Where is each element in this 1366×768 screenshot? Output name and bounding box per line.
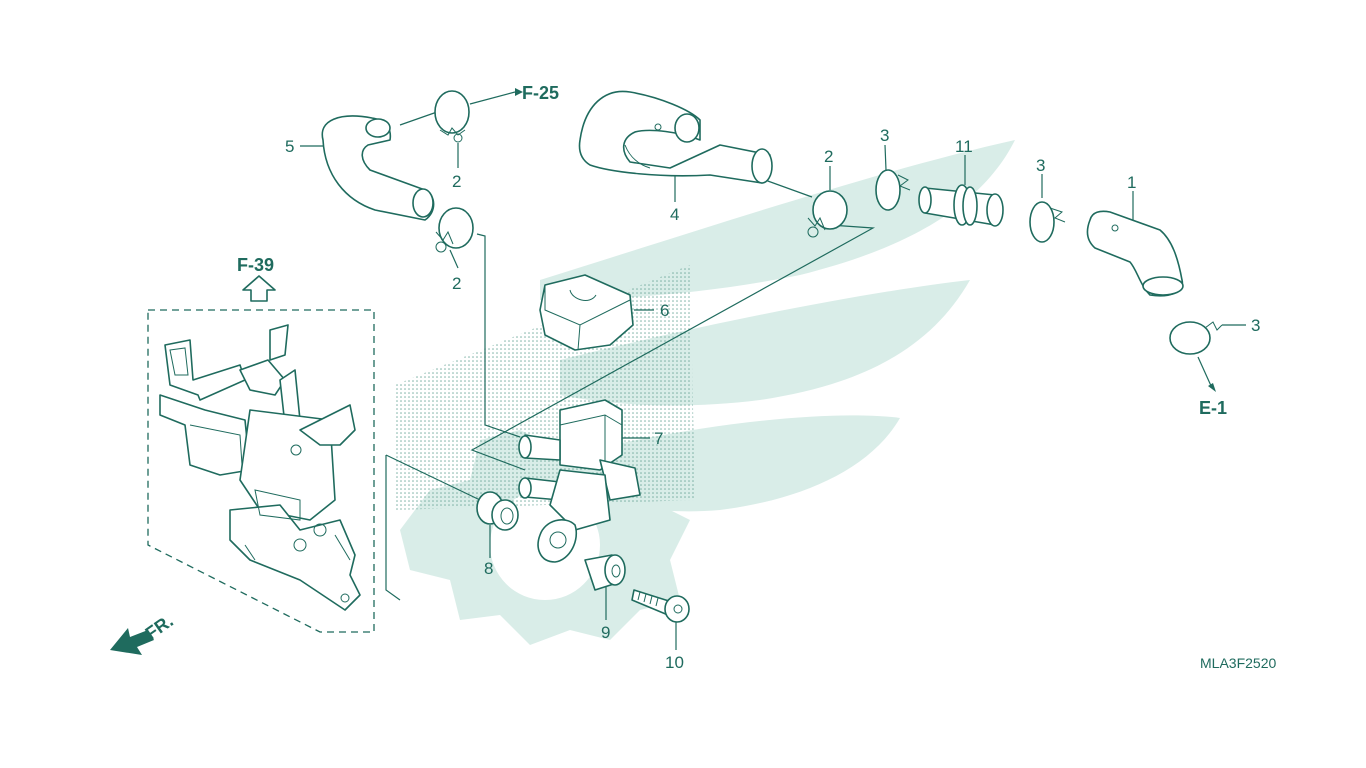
joint-part-11	[918, 184, 1004, 227]
bolt-part-10	[631, 589, 690, 623]
callout-8: 8	[484, 559, 493, 578]
callout-2-right: 2	[824, 147, 833, 166]
part-callouts: 1 2 2 2 3 3 3 4 5 6 7 8 9 10 11	[285, 126, 1260, 672]
clamp-part-2-top	[434, 90, 470, 143]
callout-10: 10	[665, 653, 684, 672]
callout-2-top: 2	[452, 172, 461, 191]
ref-f39: F-39	[237, 255, 274, 275]
collar-part-9	[584, 554, 626, 591]
f25-arrow	[515, 88, 523, 96]
callout-3-right: 3	[1251, 316, 1260, 335]
clamp-part-3-right	[1169, 321, 1223, 355]
hose-part-1	[1086, 210, 1184, 297]
hose-part-4	[578, 90, 773, 184]
callout-9: 9	[601, 623, 610, 642]
callout-3-mid: 3	[1036, 156, 1045, 175]
callout-4: 4	[670, 205, 679, 224]
callout-1: 1	[1127, 173, 1136, 192]
clamp-part-3-left	[875, 169, 911, 211]
bracket-assembly	[147, 309, 375, 633]
callout-6: 6	[660, 301, 669, 320]
clamp-part-2-right	[807, 190, 848, 238]
front-direction-arrow	[110, 628, 154, 655]
leader-lines	[300, 91, 1246, 650]
grommet-part-8	[476, 491, 519, 531]
callout-3-left: 3	[880, 126, 889, 145]
callout-11: 11	[955, 137, 973, 156]
ref-e1: E-1	[1199, 398, 1227, 418]
callout-2-mid: 2	[452, 274, 461, 293]
clamp-part-3-mid	[1029, 201, 1066, 243]
ref-f25: F-25	[522, 83, 559, 103]
diagram-code: MLA3F2520	[1200, 655, 1276, 671]
f39-arrow	[242, 275, 276, 302]
valve-part-7	[518, 399, 641, 563]
cover-part-6	[539, 274, 634, 351]
e1-arrow	[1208, 383, 1216, 392]
callout-5: 5	[285, 137, 294, 156]
hose-part-5	[321, 115, 435, 221]
clamp-part-2-mid	[435, 207, 474, 253]
callout-7: 7	[654, 429, 663, 448]
